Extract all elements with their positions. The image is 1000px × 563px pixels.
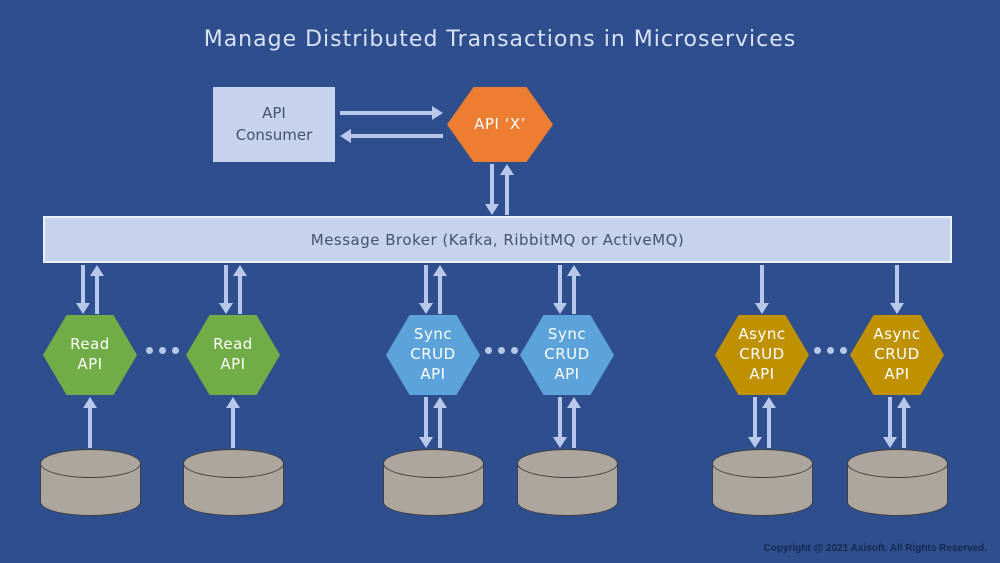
database-icon	[383, 449, 484, 516]
copyright-text: Copyright @ 2021 Axisoft. All Rights Res…	[763, 543, 987, 554]
arrow-up-icon	[83, 397, 97, 448]
async-crud-api-label: Async CRUD API	[873, 325, 921, 383]
api-consumer-node: API Consumer	[213, 87, 335, 162]
arrow-up-icon	[567, 265, 581, 314]
arrow-down-icon	[219, 265, 233, 314]
arrow-up-icon	[500, 164, 514, 215]
arrow-up-icon	[90, 265, 104, 314]
database-icon	[517, 449, 618, 516]
arrow-up-icon	[567, 397, 581, 448]
database-icon	[712, 449, 813, 516]
arrow-up-icon	[897, 397, 911, 448]
arrow-up-icon	[433, 397, 447, 448]
arrow-down-icon	[419, 397, 433, 448]
api-x-node: API ‘X’	[447, 87, 553, 162]
arrow-up-icon	[226, 397, 240, 448]
arrow-up-icon	[233, 265, 247, 314]
diagram-title: Manage Distributed Transactions in Micro…	[203, 27, 797, 52]
async-crud-api-node: Async CRUD API	[715, 315, 809, 395]
read-api-node: Read API	[43, 315, 137, 395]
arrow-down-icon	[890, 265, 904, 314]
arrow-down-icon	[553, 265, 567, 314]
arrow-down-icon	[755, 265, 769, 314]
database-icon	[847, 449, 948, 516]
arrow-down-icon	[76, 265, 90, 314]
database-icon	[40, 449, 141, 516]
api-x-label: API ‘X’	[474, 114, 526, 133]
sync-crud-api-node: Sync CRUD API	[386, 315, 480, 395]
arrow-down-icon	[883, 397, 897, 448]
async-crud-api-node: Async CRUD API	[850, 315, 944, 395]
api-consumer-label: API Consumer	[235, 103, 313, 144]
arrow-down-icon	[748, 397, 762, 448]
ellipsis-icon	[814, 347, 847, 354]
sync-crud-api-node: Sync CRUD API	[520, 315, 614, 395]
sync-crud-api-label: Sync CRUD API	[410, 325, 456, 383]
message-broker-node: Message Broker (Kafka, RibbitMQ or Activ…	[43, 216, 952, 263]
arrow-up-icon	[433, 265, 447, 314]
database-icon	[183, 449, 284, 516]
arrow-down-icon	[553, 397, 567, 448]
arrow-left-icon	[340, 129, 443, 143]
arrow-down-icon	[419, 265, 433, 314]
arrow-up-icon	[762, 397, 776, 448]
read-api-node: Read API	[186, 315, 280, 395]
arrow-right-icon	[340, 106, 443, 120]
async-crud-api-label: Async CRUD API	[738, 325, 786, 383]
ellipsis-icon	[146, 347, 179, 354]
read-api-label: Read API	[70, 335, 110, 373]
sync-crud-api-label: Sync CRUD API	[544, 325, 590, 383]
message-broker-label: Message Broker (Kafka, RibbitMQ or Activ…	[310, 230, 685, 249]
ellipsis-icon	[485, 347, 518, 354]
read-api-label: Read API	[213, 335, 253, 373]
arrow-down-icon	[485, 164, 499, 215]
